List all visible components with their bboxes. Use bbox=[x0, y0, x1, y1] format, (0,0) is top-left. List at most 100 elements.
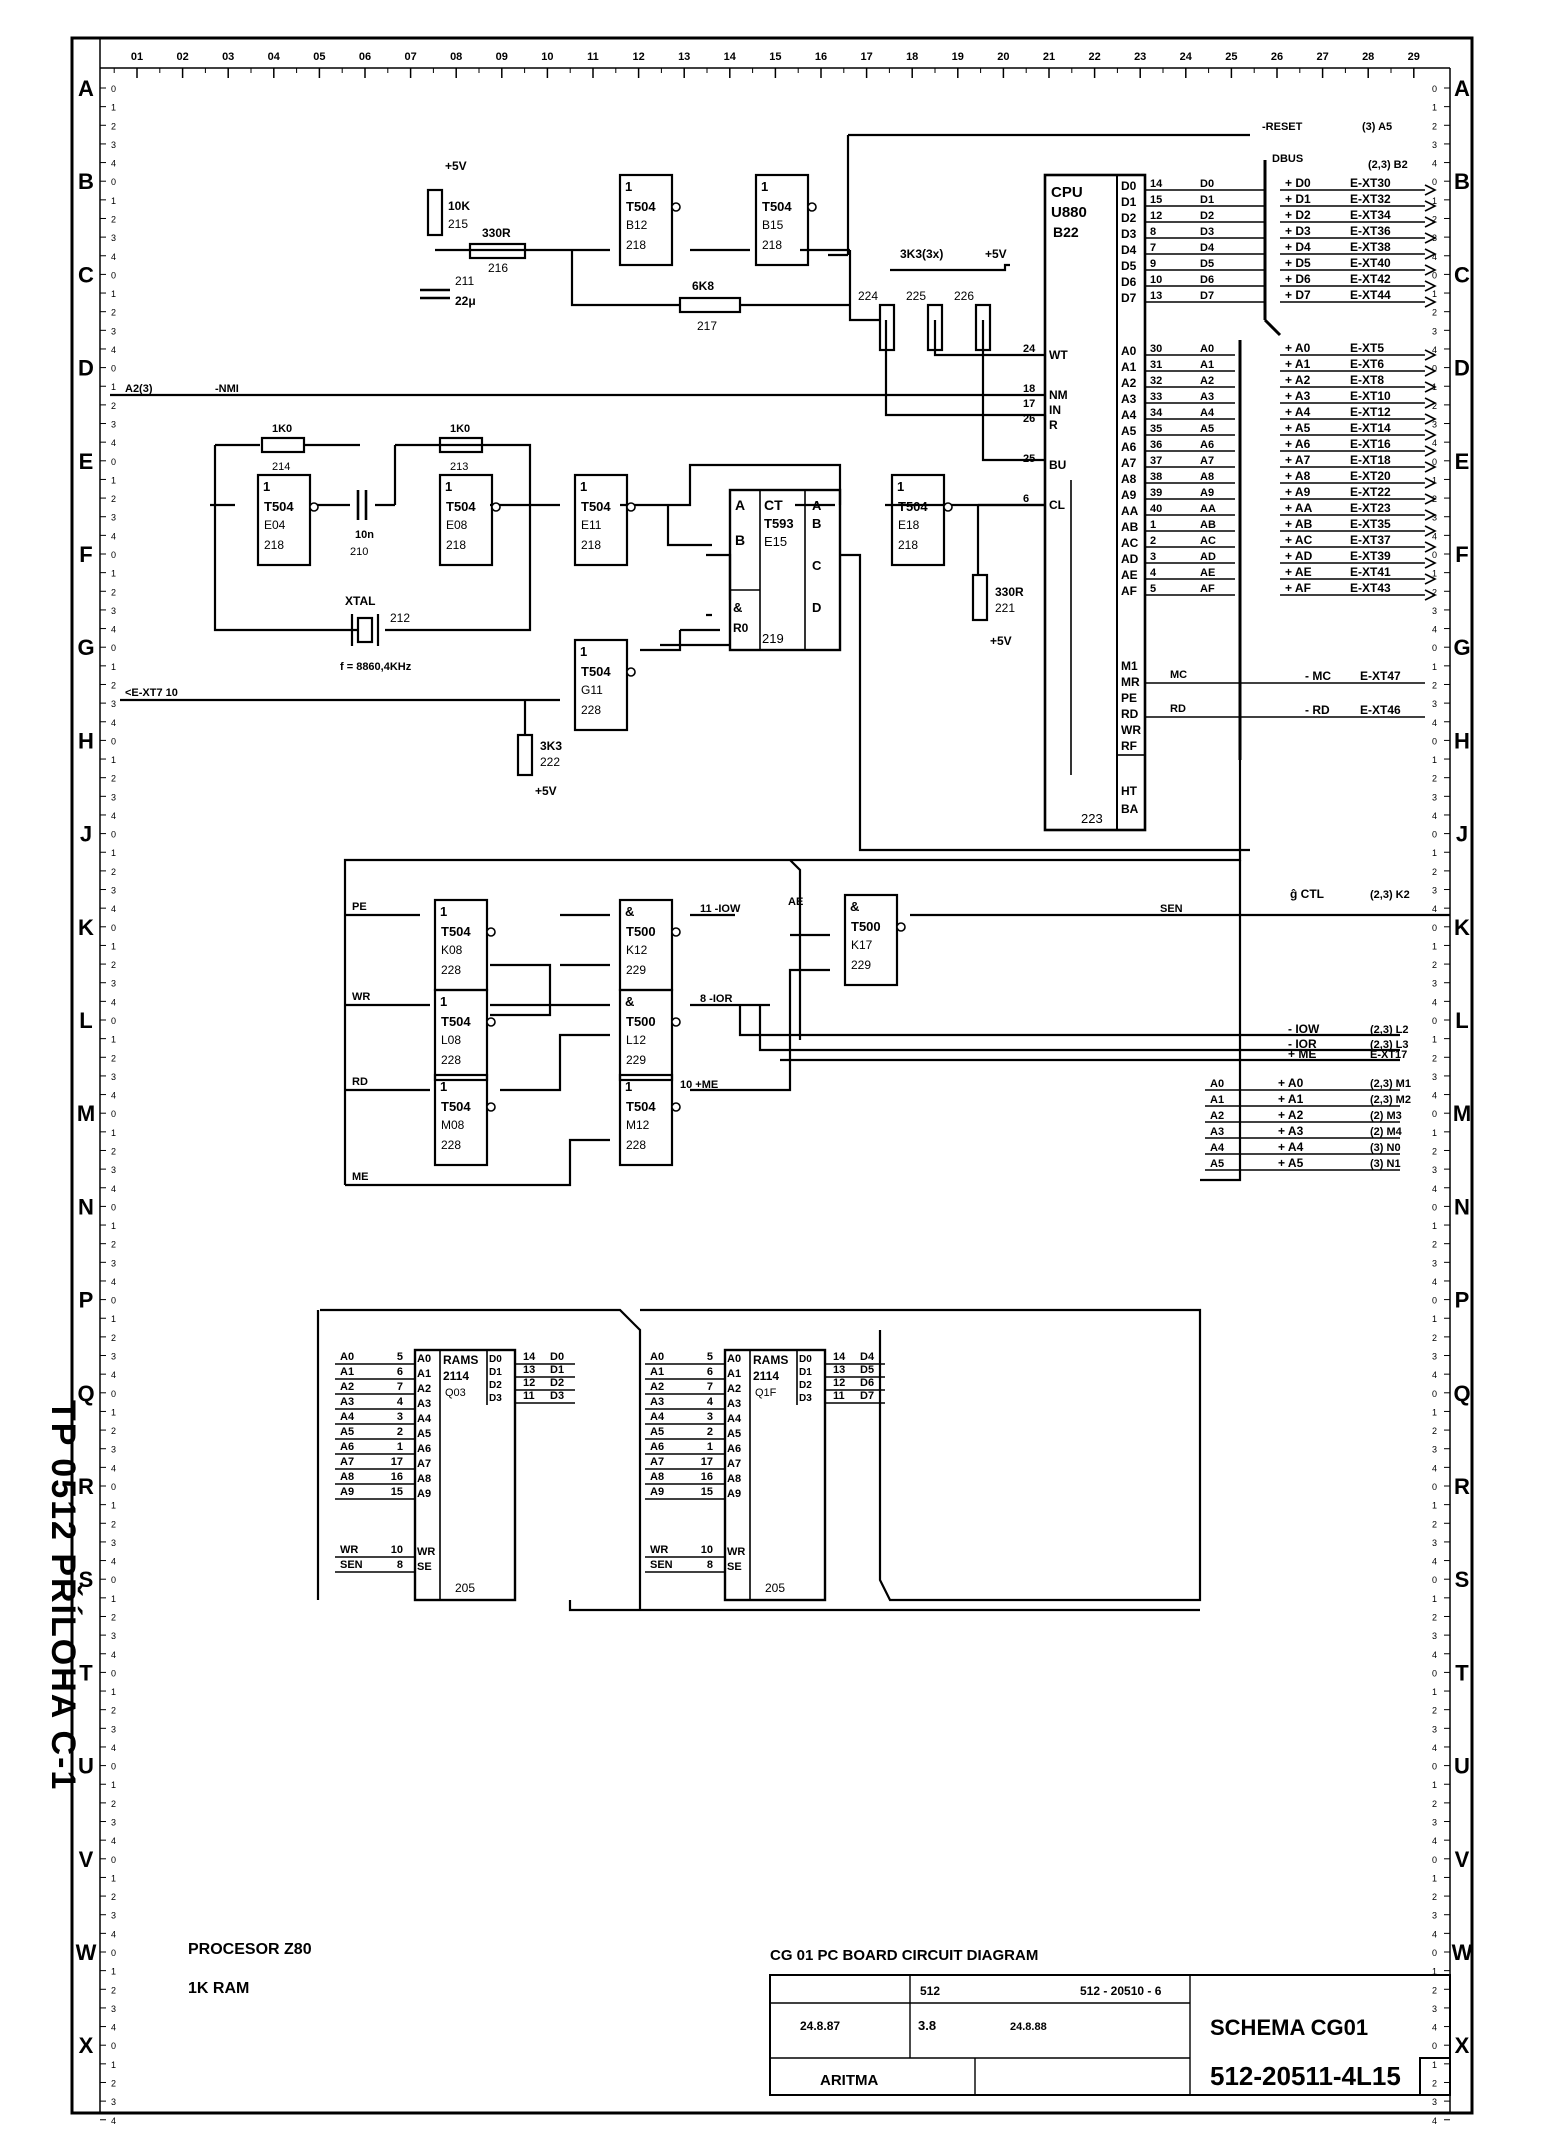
grid-row-sub-right: 1 bbox=[1432, 1407, 1437, 1417]
grid-row-sub-left: 4 bbox=[111, 252, 116, 262]
connector-arrow bbox=[1424, 280, 1437, 292]
address-bus-connector: E-XT18 bbox=[1350, 453, 1391, 467]
data-bus-net: D6 bbox=[1200, 274, 1214, 286]
gate-inversion-bubble bbox=[671, 927, 681, 937]
gate-inversion-bubble bbox=[626, 667, 636, 677]
grid-row-sub-right: 2 bbox=[1432, 214, 1437, 224]
resistor-network-element bbox=[974, 303, 992, 352]
grid-row-sub-right: 0 bbox=[1432, 736, 1437, 746]
grid-row-sub-left: 1 bbox=[111, 196, 116, 206]
gate-reference: L08 bbox=[441, 1033, 461, 1047]
cpu-left-pin: IN bbox=[1049, 403, 1061, 417]
grid-row-sub-left: 2 bbox=[111, 121, 116, 131]
grid-row-label-right: L bbox=[1455, 1008, 1468, 1033]
cpu-data-pin: D0 bbox=[1121, 179, 1137, 193]
grid-row-sub-left: 3 bbox=[111, 1258, 116, 1268]
ram2-address-pin: A8 bbox=[727, 1473, 741, 1485]
grid-row-sub-right: 4 bbox=[1432, 2023, 1437, 2033]
grid-row-sub-right: 4 bbox=[1432, 2116, 1437, 2126]
grid-row-sub-left: 1 bbox=[111, 848, 116, 858]
gate-reference: K08 bbox=[441, 943, 463, 957]
grid-row-sub-right: 2 bbox=[1432, 1146, 1437, 1156]
decoder-iow-pin: 11 -IOW bbox=[700, 903, 741, 915]
connector-arrow bbox=[1424, 349, 1437, 361]
resistor-network-element bbox=[926, 303, 944, 352]
ram2-data-net: D6 bbox=[860, 1377, 874, 1389]
resistor-221-value: 330R bbox=[995, 585, 1024, 599]
connector-arrow bbox=[1424, 589, 1437, 601]
grid-row-sub-left: 3 bbox=[111, 1631, 116, 1641]
address-bus-pin-number: 30 bbox=[1150, 343, 1162, 355]
title-block-project: 512 bbox=[920, 1984, 940, 1998]
grid-row-label-left: K bbox=[78, 915, 94, 940]
gate-type: T504 bbox=[581, 664, 611, 679]
gate-number: 228 bbox=[441, 1138, 461, 1152]
grid-row-sub-right: 4 bbox=[1432, 1836, 1437, 1846]
grid-row-sub-right: 1 bbox=[1432, 1128, 1437, 1138]
grid-row-sub-left: 1 bbox=[111, 289, 116, 299]
ram1-reference: Q03 bbox=[445, 1387, 466, 1399]
grid-row-sub-right: 1 bbox=[1432, 103, 1437, 113]
grid-row-sub-right: 3 bbox=[1432, 1724, 1437, 1734]
resistor-network-value: 3K3(3x) bbox=[900, 247, 943, 261]
counter-wires bbox=[640, 505, 732, 652]
grid-col-label: 23 bbox=[1134, 51, 1146, 63]
grid-row-label-left: R bbox=[78, 1474, 94, 1499]
grid-row-sub-right: 1 bbox=[1432, 1035, 1437, 1045]
grid-row-sub-left: 3 bbox=[111, 1445, 116, 1455]
ram2-address-net: A0 bbox=[650, 1351, 664, 1363]
ram1-data-net: D3 bbox=[550, 1390, 564, 1402]
grid-row-sub-left: 4 bbox=[111, 159, 116, 169]
grid-row-sub-left: 1 bbox=[111, 1780, 116, 1790]
grid-row-sub-right: 3 bbox=[1432, 1072, 1437, 1082]
ram2-data-pin: D2 bbox=[799, 1380, 812, 1391]
grid-row-sub-right: 3 bbox=[1432, 1818, 1437, 1828]
title-block-drawing-number: 512-20511-4L15 bbox=[1210, 2061, 1401, 2091]
cpu-left-pin-number: 17 bbox=[1023, 398, 1035, 410]
ram1-address-pin-number: 6 bbox=[397, 1366, 403, 1378]
grid-col-label: 05 bbox=[313, 51, 325, 63]
grid-row-sub-left: 1 bbox=[111, 1873, 116, 1883]
low-address-label: + A0 bbox=[1278, 1076, 1304, 1090]
grid-row-sub-left: 4 bbox=[111, 1184, 116, 1194]
grid-row-label-left: D bbox=[78, 356, 94, 381]
address-bus-net: A2 bbox=[1200, 375, 1214, 387]
gate-inversion-bubble bbox=[626, 502, 636, 512]
grid-row-sub-right: 2 bbox=[1432, 1240, 1437, 1250]
grid-row-sub-left: 3 bbox=[111, 1165, 116, 1175]
grid-row-sub-right: 0 bbox=[1432, 364, 1437, 374]
logic-gate-body bbox=[433, 988, 489, 1082]
grid-col-label: 08 bbox=[450, 51, 462, 63]
address-bus-net: AF bbox=[1200, 583, 1215, 595]
grid-row-label-right: B bbox=[1454, 169, 1470, 194]
grid-row-label-left: U bbox=[78, 1754, 94, 1779]
cpu-data-pin: D4 bbox=[1121, 243, 1137, 257]
address-bus-pin-number: 32 bbox=[1150, 375, 1162, 387]
ram2-control-pin-number: 10 bbox=[701, 1544, 713, 1556]
grid-row-sub-right: 3 bbox=[1432, 792, 1437, 802]
r217-wire bbox=[570, 250, 850, 307]
counter-reset-and: & bbox=[733, 600, 742, 615]
connector-arrow bbox=[1424, 557, 1437, 569]
cpu-control-pin: PE bbox=[1121, 691, 1137, 705]
mreq-signal-connector: E-XT47 bbox=[1360, 669, 1401, 683]
counter-input-a: A bbox=[735, 497, 745, 513]
grid-row-sub-right: 4 bbox=[1432, 531, 1437, 541]
resistor-217-ref: 217 bbox=[697, 319, 717, 333]
grid-row-sub-left: 2 bbox=[111, 680, 116, 690]
data-bus-connector: E-XT38 bbox=[1350, 240, 1391, 254]
decoder-me-pin: 10 +ME bbox=[680, 1079, 718, 1091]
gate-number: 229 bbox=[626, 963, 646, 977]
connector-arrow bbox=[1424, 184, 1437, 196]
cpu-number: 223 bbox=[1081, 811, 1103, 826]
cpu-left-pin-number: 25 bbox=[1023, 453, 1035, 465]
connector-arrow bbox=[1424, 248, 1437, 260]
ram2-address-pin: A1 bbox=[727, 1368, 741, 1380]
grid-row-sub-left: 0 bbox=[111, 1948, 116, 1958]
ram2-address-pin: A2 bbox=[727, 1383, 741, 1395]
address-bus-net: A4 bbox=[1200, 407, 1215, 419]
grid-row-sub-left: 1 bbox=[111, 475, 116, 485]
title-block-frame bbox=[769, 1974, 1451, 2096]
grid-row-sub-right: 0 bbox=[1432, 84, 1437, 94]
